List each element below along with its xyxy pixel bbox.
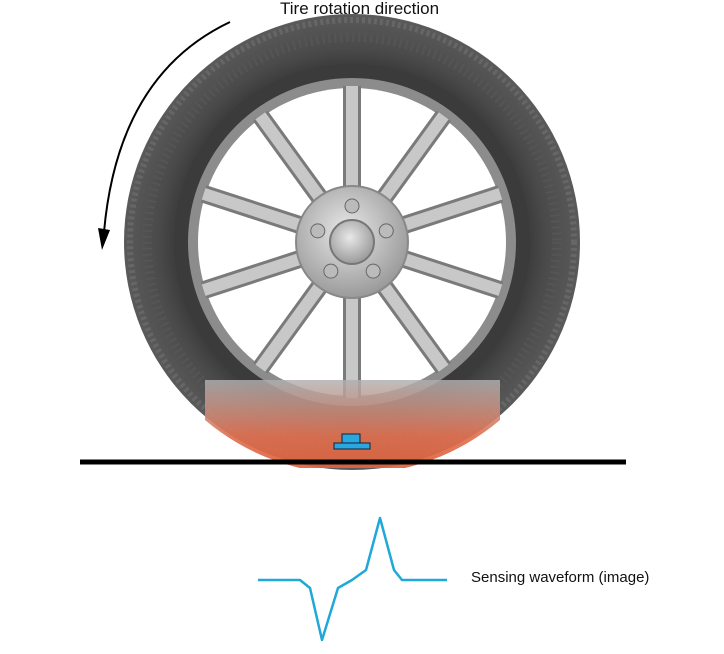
rotation-direction-label: Tire rotation direction [280, 0, 440, 18]
lug-nut [378, 223, 394, 239]
spoke [201, 188, 307, 233]
lug-nut [323, 263, 339, 279]
contact-patch [205, 380, 500, 468]
spoke [255, 278, 328, 372]
rotation-arrow-icon [98, 21, 231, 250]
lug-nut [365, 263, 381, 279]
sensor-icon [333, 433, 371, 450]
spoke [397, 251, 503, 296]
spoke [376, 112, 449, 206]
sensing-waveform [258, 516, 447, 642]
waveform-label: Sensing waveform (image) [471, 569, 650, 586]
spoke [376, 278, 449, 372]
spoke [201, 251, 307, 296]
spoke [397, 188, 503, 233]
spoke [255, 112, 328, 206]
wheel-rim [188, 78, 516, 406]
lug-nut [344, 198, 360, 214]
hub-cap [329, 219, 375, 265]
lug-nuts [310, 198, 394, 279]
lug-nut [310, 223, 326, 239]
